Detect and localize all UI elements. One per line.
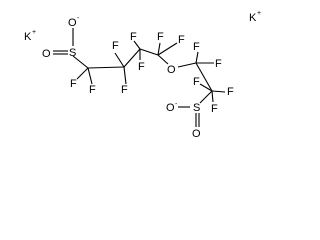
bond-c6-f-right [211,90,226,93]
atom-o-bottom-charge: - [175,101,178,108]
atom-labels: K + K + S O - O O S O - O F F F F F F F … [24,10,261,140]
bond-c2-f-bottom [123,66,127,85]
atom-f-c5-top: F [193,41,200,53]
atom-s-top: S [69,47,76,59]
atom-s-bottom: S [193,102,200,114]
atom-f-c1-left: F [70,78,77,90]
atom-o-bottom-anion: O [166,102,175,114]
bond-c2-c3 [123,48,141,68]
atom-f-c2-top: F [112,40,119,52]
atom-f-c4-right: F [178,34,185,46]
bond-c1-f-left [76,67,89,80]
bond-c6-f-bottom [211,90,214,103]
atom-f-c4-top: F [157,31,164,43]
bond-c1-c2 [87,66,125,69]
bond-o-c5 [177,62,197,68]
atom-o-top-double: O [42,48,51,60]
bond-s-c1 [72,55,89,69]
chemical-structure: K + K + S O - O O S O - O F F F F F F F … [24,10,261,140]
bond-c3-c4 [139,48,159,56]
atom-f-c6-left: F [193,76,200,88]
atom-o-top-charge: - [77,15,80,22]
bond-c3-f-top [133,40,141,50]
bond-c1-f-bottom [87,67,93,85]
atom-f-c2-bottom: F [121,84,128,96]
bond-c4-f-right [157,42,178,56]
bond-c6-f-left [199,83,213,92]
atom-f-c3-bottom: F [138,61,145,73]
bond-c4-o [157,54,169,65]
atom-o-top-anion: O [68,17,77,29]
atom-f-c3-top: F [130,31,137,43]
bond-c5-f-top [195,51,199,64]
atom-f-c6-right: F [227,86,234,98]
bond-c4-f-top [157,42,161,56]
atom-f-c5-right: F [215,58,222,70]
potassium-cation-right: K [249,12,257,24]
atom-f-c1-bottom: F [89,84,96,96]
bond-c6-s [199,90,213,104]
bond-c2-f-top [114,52,125,68]
atom-o-ether: O [167,64,176,76]
potassium-cation-left: K [24,31,32,43]
bond-c5-c6 [195,62,213,92]
atom-o-bottom-double: O [192,128,201,140]
bonds [53,28,226,127]
atom-f-c6-bottom: F [211,103,218,115]
potassium-charge-left: + [32,29,36,36]
potassium-charge-right: + [257,10,261,17]
